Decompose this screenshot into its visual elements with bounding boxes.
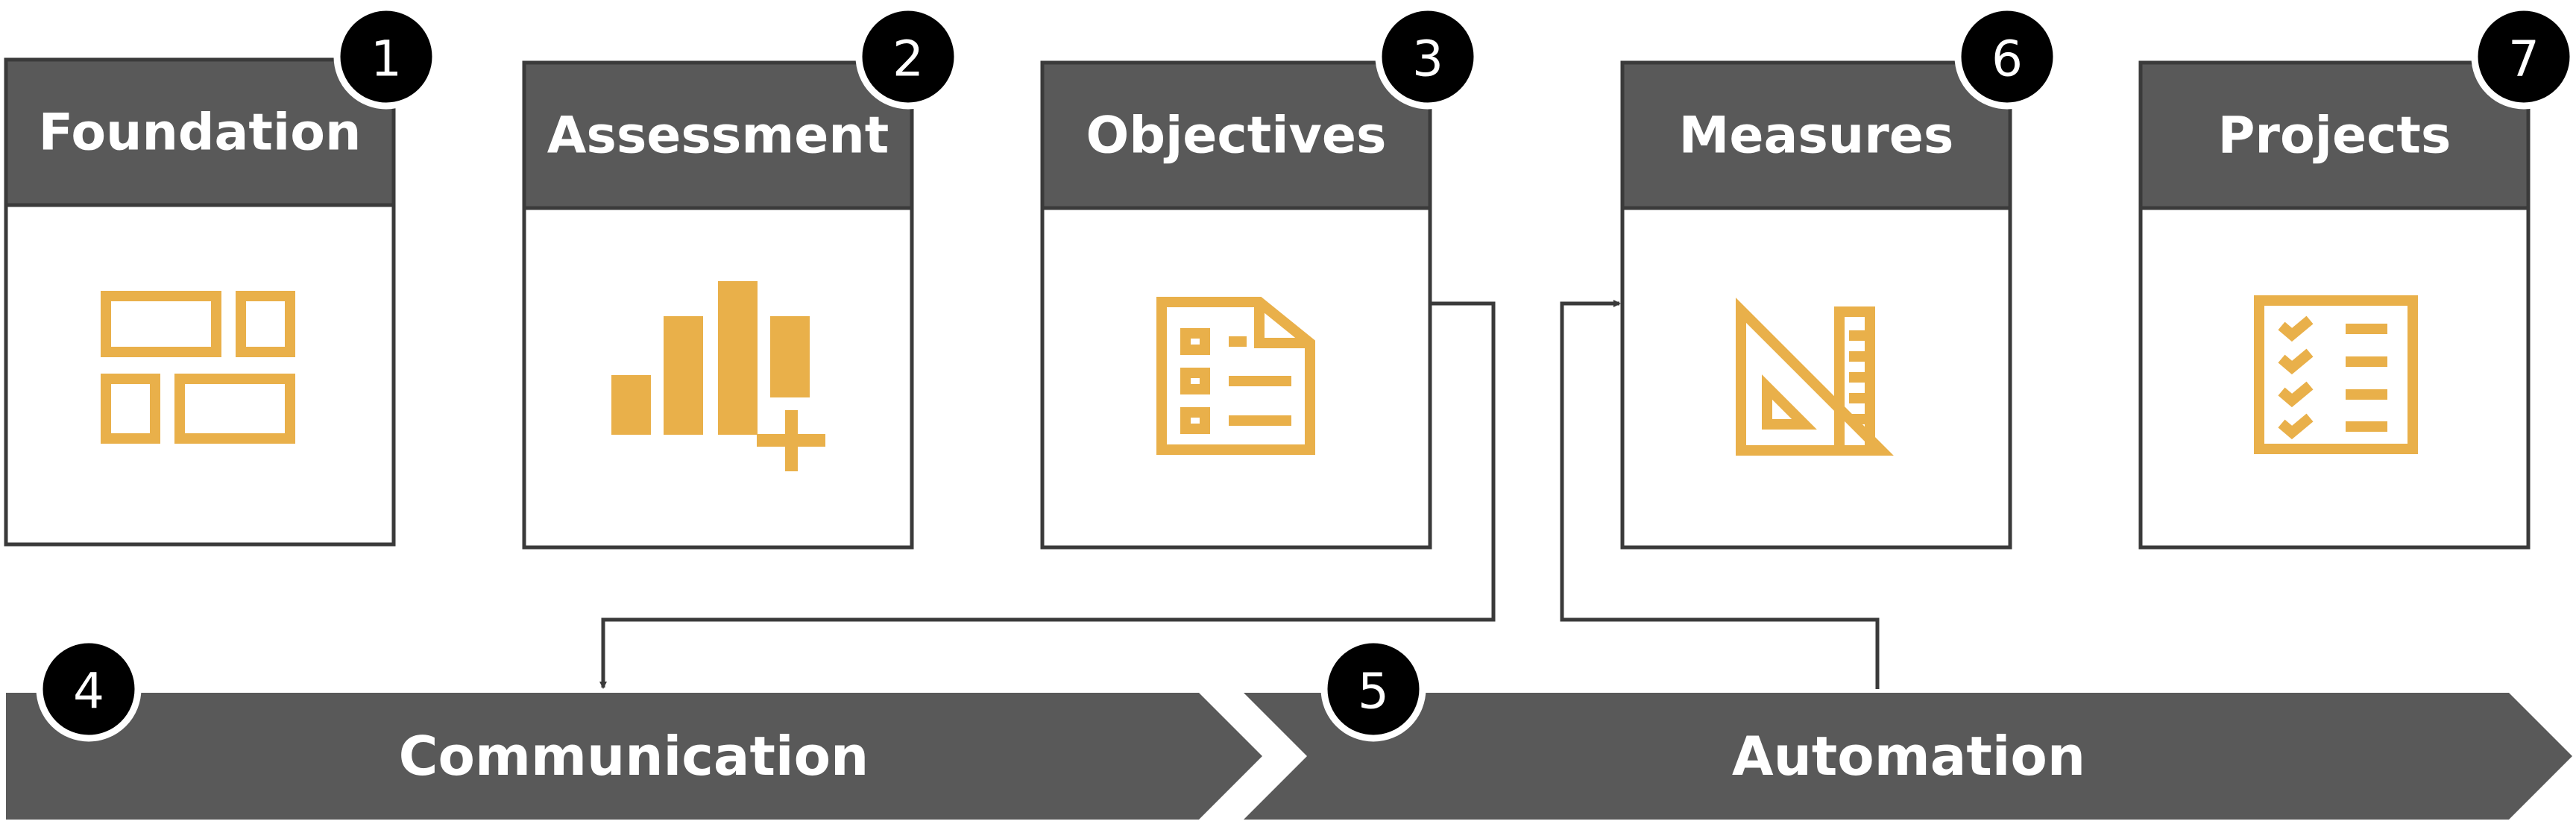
card-foundation: Foundation 1 (4, 4, 439, 547)
card-title: Objectives (1086, 107, 1387, 166)
card-title: Foundation (39, 104, 362, 163)
step-badge: 2 (855, 4, 961, 110)
card-assessment: Assessment 2 (522, 4, 961, 550)
svg-text:1: 1 (371, 31, 402, 88)
card-objectives: Objectives 3 (1040, 4, 1481, 550)
card-measures: Measures 6 (1620, 4, 2060, 550)
svg-text:5: 5 (1358, 663, 1389, 720)
card-header (1040, 60, 1432, 210)
banner-arrow (1244, 693, 2572, 820)
card-header (522, 60, 914, 210)
step-badge: 5 (1320, 636, 1426, 742)
connector-objectives-to-communication (599, 301, 1496, 689)
svg-text:3: 3 (1412, 31, 1443, 88)
card-title: Measures (1679, 107, 1954, 166)
layout-blocks-icon (101, 291, 295, 444)
card-header (2138, 60, 2531, 210)
step-badge: 3 (1375, 4, 1481, 110)
svg-text:4: 4 (73, 663, 104, 720)
card-title: Projects (2218, 107, 2451, 166)
svg-text:6: 6 (1991, 31, 2023, 88)
card-projects: Projects 7 (2138, 4, 2576, 550)
banner-title: Automation (1732, 725, 2085, 787)
step-badge: 7 (2471, 4, 2576, 110)
step-badge: 6 (1954, 4, 2060, 110)
bar-chart-plus-icon (611, 281, 825, 471)
svg-text:7: 7 (2508, 31, 2539, 88)
banner-automation: Automation 5 (1244, 636, 2572, 820)
card-title: Assessment (547, 107, 889, 166)
checklist-icon (2254, 295, 2418, 454)
step-badge: 1 (333, 4, 439, 110)
card-header (1620, 60, 2012, 210)
connector-automation-to-measures (1560, 300, 1880, 689)
banner-communication: Communication 4 (6, 636, 1262, 820)
banner-title: Communication (399, 725, 869, 787)
card-header (4, 57, 396, 207)
banner-arrow (6, 693, 1262, 820)
svg-text:2: 2 (892, 31, 924, 88)
step-badge: 4 (36, 636, 142, 742)
triangle-ruler-icon (1736, 298, 1894, 456)
document-checklist-icon (1156, 297, 1315, 455)
